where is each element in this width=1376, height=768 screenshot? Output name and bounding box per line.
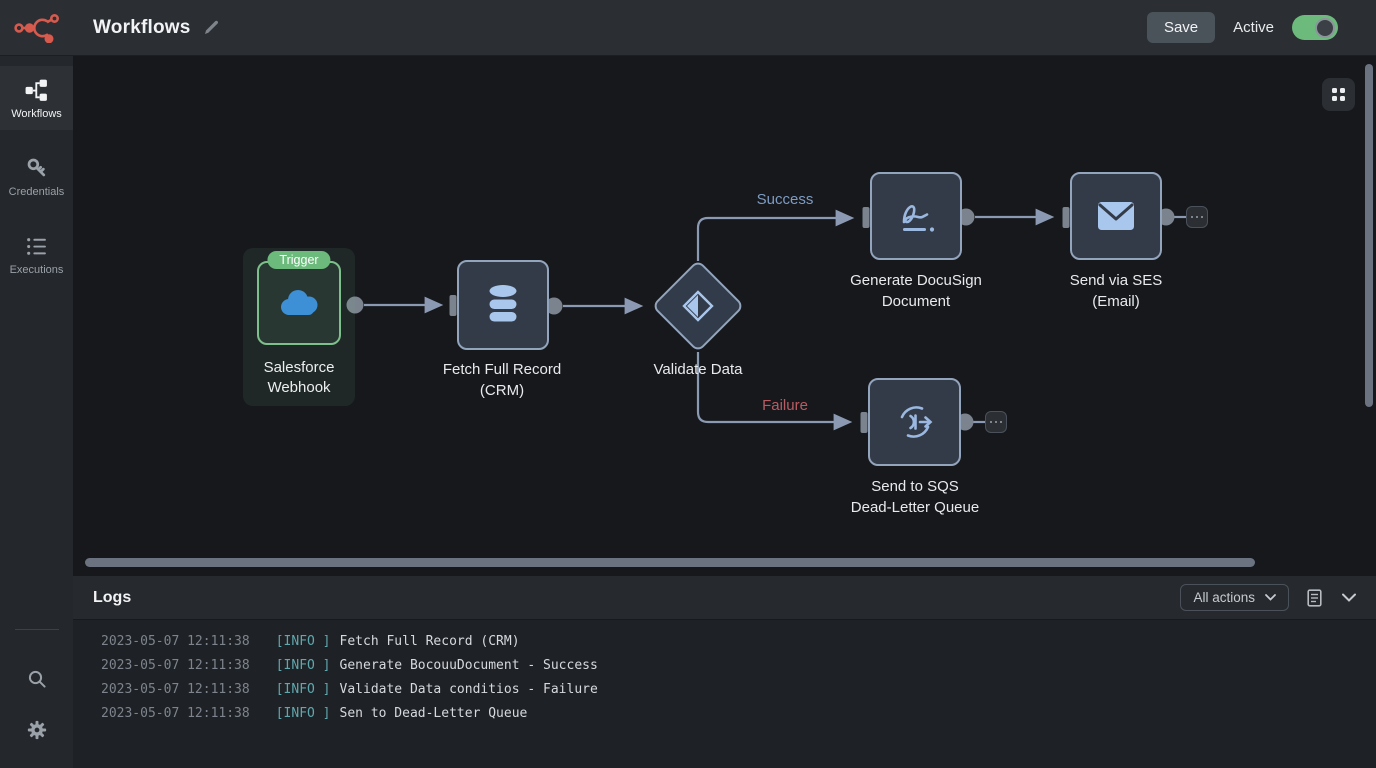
log-row: 2023-05-07 12:11:38 [INFO ] Generate Bocou… [101, 654, 1376, 678]
log-detail-button[interactable] [1305, 587, 1324, 609]
log-level: [INFO ] [275, 682, 331, 697]
active-label: Active [1233, 19, 1274, 36]
log-row: 2023-05-07 12:11:38 [INFO ] Fetch Full Rec… [101, 630, 1376, 654]
app-logo[interactable] [0, 13, 73, 43]
node-label: Validate Data [653, 361, 743, 378]
log-message: Generate BocouuDocument - Success [339, 658, 598, 673]
signature-icon [902, 205, 935, 232]
grid-dots-icon [1332, 88, 1345, 101]
chevron-down-icon [1342, 593, 1356, 602]
log-row: 2023-05-07 12:11:38 [INFO ] Sen to Dead-Le… [101, 702, 1376, 726]
diamond-icon [682, 290, 714, 322]
node-salesforce-webhook[interactable]: Trigger Salesforce [243, 248, 355, 406]
log-level: [INFO ] [275, 634, 331, 649]
topbar-controls: Save Active [1146, 12, 1376, 43]
chevron-down-icon [1265, 594, 1276, 601]
sidebar-item-label: Workflows [11, 108, 62, 120]
list-icon [27, 238, 46, 255]
input-port [860, 412, 868, 433]
toggle-knob [1315, 17, 1335, 38]
edge-label-failure: Failure [762, 397, 808, 414]
input-port [1062, 207, 1070, 228]
sidebar-item-label: Executions [9, 264, 64, 276]
trigger-badge: Trigger [267, 251, 331, 269]
node-validate-data[interactable] [651, 259, 745, 353]
log-level: [INFO ] [275, 706, 331, 721]
horizontal-scrollbar[interactable] [85, 558, 1255, 567]
log-timestamp: 2023-05-07 12:11:38 [101, 658, 250, 673]
node-label: Send to SQS Dead-Letter Queue [850, 478, 980, 516]
logs-header: Logs All actions [73, 576, 1376, 620]
edit-pencil-icon[interactable] [203, 19, 220, 36]
workflow-graph-icon [25, 79, 47, 101]
sidebar-item-executions[interactable]: Executions [0, 222, 73, 286]
node-label: Salesforce Webhook [263, 359, 335, 396]
page-title: Workflows [93, 16, 191, 38]
envelope-icon [1098, 202, 1134, 230]
vertical-scrollbar[interactable] [1365, 64, 1373, 407]
title-area: Workflows [93, 17, 220, 39]
active-toggle[interactable] [1292, 15, 1338, 40]
log-message: Sen to Dead-Letter Queue [339, 706, 528, 721]
key-icon [27, 158, 46, 177]
top-bar: Workflows Save Active [0, 0, 1376, 56]
save-button[interactable]: Save [1146, 12, 1216, 43]
logs-title: Logs [93, 588, 132, 606]
edge-success [696, 209, 855, 261]
settings-button[interactable] [26, 707, 48, 758]
node-generate-docusign[interactable] [870, 172, 962, 260]
sidebar: Workflows Credentials [0, 56, 73, 768]
n8n-logo-icon [13, 13, 59, 43]
salesforce-cloud-icon [281, 290, 318, 315]
queue-cycle-icon [900, 406, 932, 438]
sidebar-item-credentials[interactable]: Credentials [0, 144, 73, 208]
input-port [862, 207, 870, 228]
workflow-canvas[interactable]: Trigger Salesforce [73, 56, 1376, 576]
add-next-node-button[interactable] [985, 411, 1007, 433]
log-level: [INFO ] [275, 658, 331, 673]
database-icon [489, 285, 517, 322]
gear-icon [27, 720, 46, 740]
add-next-node-button[interactable] [1186, 206, 1208, 228]
log-filter-label: All actions [1193, 590, 1255, 605]
node-label: Generate DocuSign Document [850, 272, 982, 310]
sidebar-divider [14, 629, 59, 630]
node-fetch-full-record[interactable] [457, 260, 549, 350]
node-send-to-sqs[interactable] [868, 378, 961, 466]
log-message: Fetch Full Record (CRM) [339, 634, 520, 649]
log-message: Validate Data conditios - Failure [339, 682, 598, 697]
search-button[interactable] [26, 656, 48, 707]
log-timestamp: 2023-05-07 12:11:38 [101, 706, 250, 721]
sidebar-item-label: Credentials [8, 186, 65, 198]
log-timestamp: 2023-05-07 12:11:38 [101, 634, 250, 649]
node-send-via-ses[interactable] [1070, 172, 1162, 260]
log-list: 2023-05-07 12:11:38 [INFO ] Fetch Full Rec… [73, 620, 1376, 726]
node-label: Send via SES (Email) [1069, 272, 1163, 310]
canvas-grid-button[interactable] [1322, 78, 1355, 111]
edge-label-success: Success [756, 191, 814, 208]
input-port [449, 295, 457, 316]
logs-panel: Logs All actions [73, 576, 1376, 768]
node-label: Fetch Full Record (CRM) [442, 361, 562, 399]
sidebar-item-workflows[interactable]: Workflows [0, 66, 73, 130]
trigger-icon-box [257, 261, 341, 345]
collapse-logs-button[interactable] [1340, 591, 1358, 604]
search-icon [28, 670, 46, 688]
log-timestamp: 2023-05-07 12:11:38 [101, 682, 250, 697]
log-filter-dropdown[interactable]: All actions [1180, 584, 1289, 611]
log-row: 2023-05-07 12:11:38 [INFO ] Validate Data … [101, 678, 1376, 702]
document-icon [1307, 588, 1322, 607]
